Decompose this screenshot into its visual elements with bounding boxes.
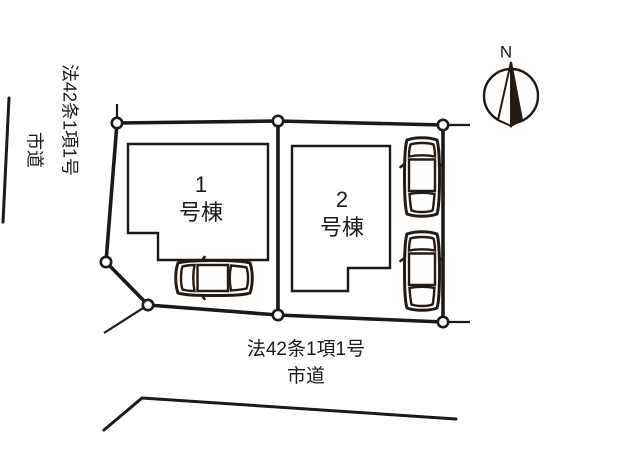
car-icon-lot2-upper <box>399 136 445 218</box>
lot-2-building-outline <box>290 144 392 293</box>
vertex-marker <box>436 315 450 329</box>
tick-bottom-left <box>103 304 149 334</box>
road-west-group <box>1 96 11 224</box>
compass-north-label: N <box>500 42 512 61</box>
road-west-line <box>1 96 11 224</box>
building-1-number: 1 <box>195 172 207 197</box>
building-2-label-group: 2 号棟 <box>320 187 364 240</box>
vertex-marker <box>99 255 113 269</box>
north-arrow-group: N <box>482 42 540 128</box>
lot-2-group <box>276 119 445 324</box>
road-south-label-group: 法42条1項1号 市道 <box>247 338 365 387</box>
lot-1-group <box>104 119 280 317</box>
vertex-marker <box>141 298 155 312</box>
car-icon-lot2-lower <box>399 230 445 312</box>
vertex-marker <box>436 118 450 132</box>
building-1-suffix: 号棟 <box>179 200 223 225</box>
building-2-suffix: 号棟 <box>320 215 364 240</box>
compass-needle-dark <box>510 61 524 128</box>
car-icon-lot1 <box>174 255 254 301</box>
road-south-group <box>102 396 458 432</box>
road-west-label-sub-text: 市道 <box>24 132 44 168</box>
lot-1-building-outline <box>126 142 270 262</box>
road-west-label-main-text: 法42条1項1号 <box>59 64 79 176</box>
road-west-label-main: 法42条1項1号 <box>59 64 79 176</box>
lot-vertex-markers <box>99 114 450 329</box>
building-2-number: 2 <box>336 187 348 212</box>
road-south-line <box>102 396 458 432</box>
vertex-marker <box>271 308 285 322</box>
road-south-label-main: 法42条1項1号 <box>247 338 365 360</box>
vertex-marker <box>271 114 285 128</box>
vertex-marker <box>110 116 124 130</box>
road-south-label-sub: 市道 <box>287 365 325 387</box>
road-west-label-sub: 市道 <box>24 132 44 168</box>
building-1-label-group: 1 号棟 <box>179 172 223 225</box>
